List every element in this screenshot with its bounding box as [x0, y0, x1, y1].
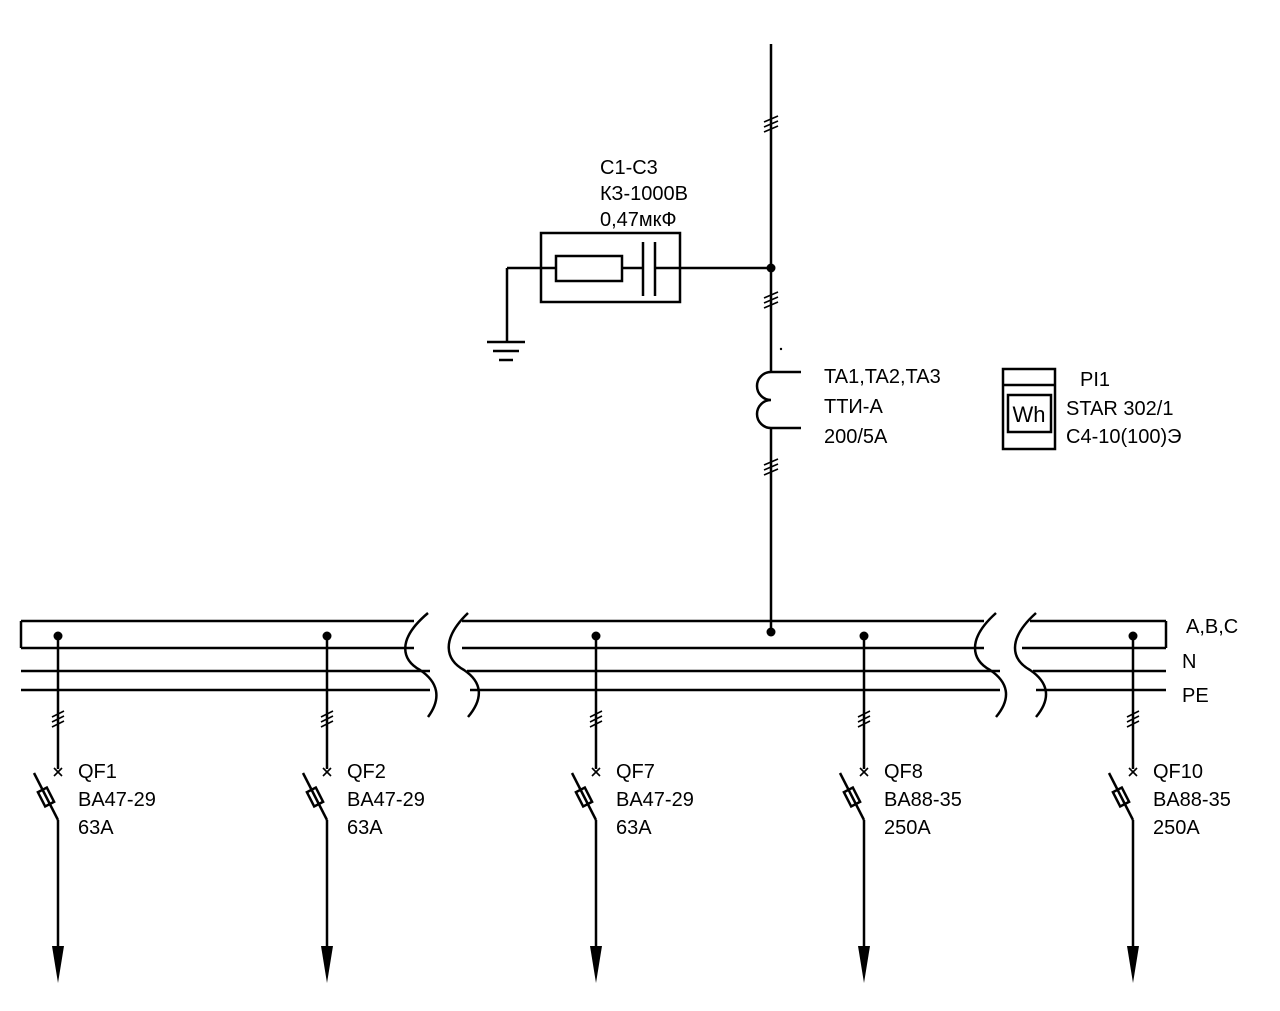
ct-label-1: TA1,TA2,TA3	[824, 366, 941, 388]
capacitor-label-3: 0,47мкФ	[600, 209, 677, 231]
meter-label-2: STAR 302/1	[1066, 398, 1173, 420]
capacitor-label-2: КЗ-1000В	[600, 183, 688, 205]
breaker-icon	[301, 767, 332, 821]
meter-symbol: Wh	[1013, 402, 1046, 427]
bus-pe-label: PE	[1182, 685, 1209, 707]
ground-icon	[487, 340, 525, 362]
three-phase-mark	[763, 115, 779, 133]
bus-break-mark	[973, 612, 1008, 718]
current-transformer: TA1,TA2,TA3 ТТИ-А 200/5А	[755, 366, 941, 448]
bus-break-mark	[404, 612, 438, 718]
breaker-rating: 250A	[1153, 817, 1200, 839]
ct-coil-icon	[755, 370, 801, 430]
breaker-rating: 63A	[78, 817, 114, 839]
three-phase-mark	[320, 710, 334, 728]
arrow-down-icon	[321, 946, 333, 983]
breaker-icon	[570, 767, 601, 821]
arrow-down-icon	[858, 946, 870, 983]
breaker-rating: 63A	[347, 817, 383, 839]
breaker-type: BA47-29	[78, 789, 156, 811]
bus-break-mark	[447, 612, 480, 718]
three-phase-mark	[1126, 710, 1140, 728]
breaker-rating: 250A	[884, 817, 931, 839]
three-phase-mark	[51, 710, 65, 728]
energy-meter: Wh PI1 STAR 302/1 С4-10(100)Э	[1001, 367, 1182, 451]
breaker-icon	[838, 767, 869, 821]
breaker-type: BA88-35	[884, 789, 962, 811]
bus-break-mark	[1013, 612, 1048, 718]
ct-label-2: ТТИ-А	[824, 396, 883, 418]
outgoing-feeders: QF1BA47-2963AQF2BA47-2963AQF7BA47-2963AQ…	[32, 631, 1231, 983]
busbars: A,B,C N PE	[19, 612, 1238, 718]
arrow-down-icon	[1127, 946, 1139, 983]
meter-label-1: PI1	[1080, 369, 1110, 391]
breaker-rating: 63A	[616, 817, 652, 839]
ct-label-3: 200/5А	[824, 426, 888, 448]
capacitor-label-1: C1-C3	[600, 157, 658, 179]
breaker-name: QF8	[884, 761, 923, 783]
breaker-type: BA88-35	[1153, 789, 1231, 811]
arrow-down-icon	[52, 946, 64, 983]
bus-phases-label: A,B,C	[1186, 616, 1238, 638]
breaker-name: QF7	[616, 761, 655, 783]
three-phase-mark	[857, 710, 871, 728]
breaker-name: QF2	[347, 761, 386, 783]
breaker-icon	[1107, 767, 1138, 821]
three-phase-mark	[763, 291, 779, 309]
breaker-name: QF10	[1153, 761, 1203, 783]
meter-label-3: С4-10(100)Э	[1066, 426, 1182, 448]
breaker-name: QF1	[78, 761, 117, 783]
three-phase-mark	[589, 710, 603, 728]
three-phase-mark	[763, 458, 779, 476]
capacitor-group: C1-C3 КЗ-1000В 0,47мкФ	[487, 157, 771, 362]
bus-neutral-label: N	[1182, 651, 1196, 673]
breaker-icon	[32, 767, 63, 821]
breaker-type: BA47-29	[616, 789, 694, 811]
fuse-element	[554, 254, 624, 283]
breaker-type: BA47-29	[347, 789, 425, 811]
incoming-feeder	[763, 44, 783, 637]
arrow-down-icon	[590, 946, 602, 983]
